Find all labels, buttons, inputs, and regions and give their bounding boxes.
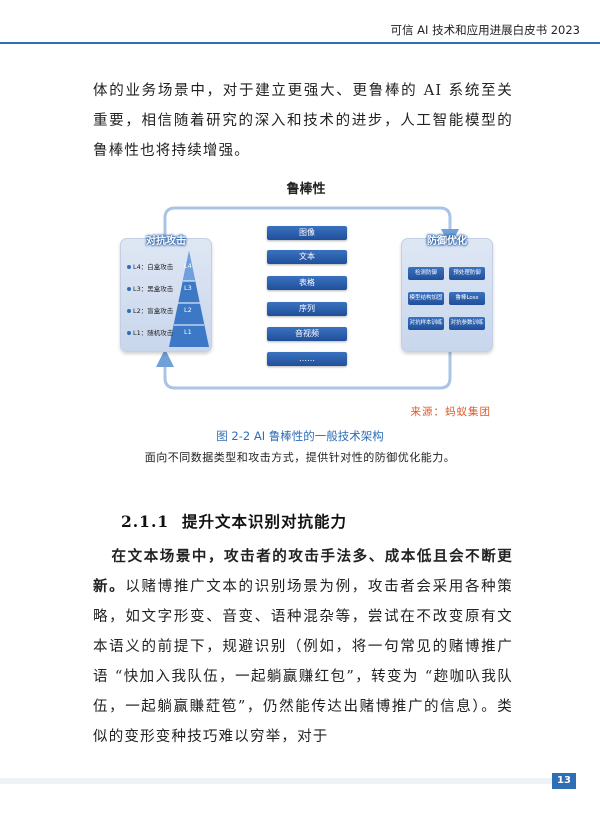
section-number: 2.1.1 bbox=[121, 512, 170, 531]
page-number: 13 bbox=[552, 773, 576, 789]
defense-detection: 检测防御 bbox=[408, 267, 444, 280]
robustness-figure: 鲁棒性 对抗攻击 L4：白盒攻击 L3：黑盒攻击 L2：盲盒攻击 L1：随机攻击… bbox=[120, 178, 493, 394]
pyramid-level-l4: L4 bbox=[184, 262, 192, 270]
body-paragraph-2: 在文本场景中，攻击者的攻击手法多、成本低且会不断更新。以赌博推广文本的识别场景为… bbox=[93, 542, 513, 752]
defense-panel: 防御优化 检测防御 预处理防御 模型结构加固 鲁棒Loss 对抗样本训练 对抗参… bbox=[401, 236, 493, 352]
data-type-more: …… bbox=[267, 352, 347, 366]
bottom-cycle-arrow bbox=[156, 349, 452, 390]
attack-panel-title: 对抗攻击 bbox=[146, 236, 186, 247]
pyramid-level-l1: L1 bbox=[184, 328, 192, 336]
attack-item-l3: L3：黑盒攻击 bbox=[127, 283, 173, 293]
figure-subcaption: 面向不同数据类型和攻击方式，提供针对性的防御优化能力。 bbox=[144, 451, 456, 464]
defense-robust-loss: 鲁棒Loss bbox=[449, 292, 485, 305]
section-title: 提升文本识别对抗能力 bbox=[181, 512, 347, 531]
data-type-audio-video: 音视频 bbox=[267, 327, 347, 341]
data-type-text: 文本 bbox=[267, 250, 347, 264]
data-type-sequence: 序列 bbox=[267, 302, 347, 316]
attack-panel: 对抗攻击 L4：白盒攻击 L3：黑盒攻击 L2：盲盒攻击 L1：随机攻击 L4 … bbox=[120, 236, 212, 352]
defense-panel-title: 防御优化 bbox=[427, 236, 467, 247]
data-type-image: 图像 bbox=[267, 226, 347, 240]
figure-title: 鲁棒性 bbox=[286, 182, 326, 197]
figure-caption: 图 2-2 AI 鲁棒性的一般技术架构 bbox=[216, 429, 384, 443]
attack-item-l1: L1：随机攻击 bbox=[127, 327, 173, 337]
pyramid-level-l2: L2 bbox=[184, 306, 192, 314]
defense-adv-sample-training: 对抗样本训练 bbox=[408, 317, 444, 330]
defense-structure: 模型结构加固 bbox=[408, 292, 444, 305]
paragraph-lead: 在文本场景中，攻击者的攻击手法多、成本低且会不断更新。 bbox=[93, 548, 513, 595]
attack-item-l2: L2：盲盒攻击 bbox=[127, 305, 173, 315]
footer-band bbox=[0, 778, 552, 784]
paragraph-body: 以赌博推广文本的识别场景为例，攻击者会采用各种策略，如文字形变、音变、语种混杂等… bbox=[93, 579, 513, 745]
attack-pyramid bbox=[169, 251, 209, 347]
top-cycle-arrow bbox=[163, 206, 459, 247]
pyramid-level-l3: L3 bbox=[184, 284, 192, 292]
data-type-table: 表格 bbox=[267, 276, 347, 290]
section-heading: 2.1.1 提升文本识别对抗能力 bbox=[121, 510, 347, 532]
body-paragraph-1: 体的业务场景中，对于建立更强大、更鲁棒的 AI 系统至关重要，相信随着研究的深入… bbox=[93, 83, 513, 159]
figure-arrows bbox=[156, 206, 459, 390]
figure-source: 来源：蚂蚁集团 bbox=[410, 406, 491, 418]
defense-preprocessing: 预处理防御 bbox=[449, 267, 485, 280]
defense-adv-param-training: 对抗参数训练 bbox=[449, 317, 485, 330]
header-rule bbox=[0, 42, 600, 44]
attack-item-l4: L4：白盒攻击 bbox=[127, 261, 173, 271]
page-header-title: 可信 AI 技术和应用进展白皮书 2023 bbox=[390, 23, 581, 37]
